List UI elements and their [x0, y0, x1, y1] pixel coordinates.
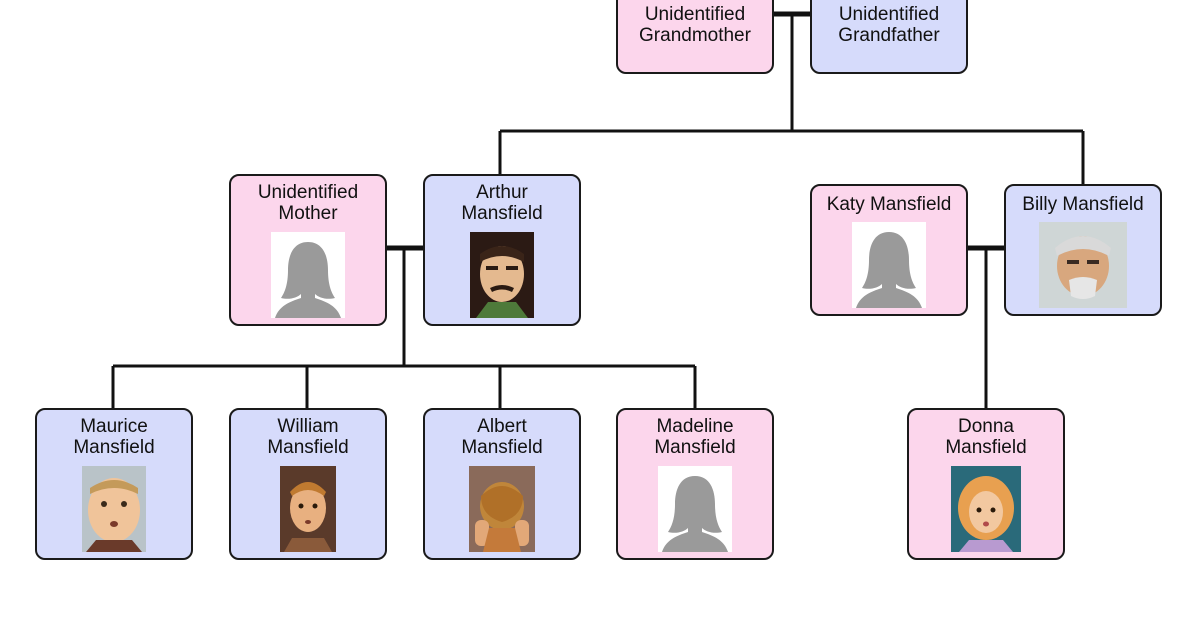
person-name: Unidentified Mother [257, 182, 359, 224]
comic-portrait-maurice [82, 466, 146, 552]
person-card-maurice-mansfield[interactable]: Maurice Mansfield [35, 408, 193, 560]
person-card-arthur-mansfield[interactable]: Arthur Mansfield [423, 174, 581, 326]
person-card-katy-mansfield[interactable]: Katy Mansfield [810, 184, 968, 316]
person-card-donna-mansfield[interactable]: Donna Mansfield [907, 408, 1065, 560]
person-card-william-mansfield[interactable]: William Mansfield [229, 408, 387, 560]
person-card-albert-mansfield[interactable]: Albert Mansfield [423, 408, 581, 560]
person-name: Unidentified Grandmother [639, 4, 751, 46]
comic-portrait-albert [469, 466, 535, 552]
person-name: Maurice Mansfield [73, 416, 155, 458]
female-silhouette-icon [852, 222, 926, 308]
person-card-unidentified-grandmother[interactable]: Unidentified Grandmother [616, 0, 774, 74]
person-name: Madeline Mansfield [654, 416, 736, 458]
person-card-unidentified-mother[interactable]: Unidentified Mother [229, 174, 387, 326]
person-name: Billy Mansfield [1022, 194, 1144, 215]
person-name: Albert Mansfield [461, 416, 543, 458]
person-name: Unidentified Grandfather [838, 4, 940, 46]
person-card-billy-mansfield[interactable]: Billy Mansfield [1004, 184, 1162, 316]
female-silhouette-icon [271, 232, 345, 318]
person-card-unidentified-grandfather[interactable]: Unidentified Grandfather [810, 0, 968, 74]
female-silhouette-icon [658, 466, 732, 552]
comic-portrait-arthur [470, 232, 534, 318]
person-card-madeline-mansfield[interactable]: Madeline Mansfield [616, 408, 774, 560]
person-name: Arthur Mansfield [461, 182, 543, 224]
comic-portrait-billy [1039, 222, 1127, 308]
comic-portrait-donna [951, 466, 1021, 552]
person-name: Katy Mansfield [826, 194, 952, 215]
person-name: William Mansfield [267, 416, 349, 458]
person-name: Donna Mansfield [945, 416, 1027, 458]
comic-portrait-william [280, 466, 336, 552]
